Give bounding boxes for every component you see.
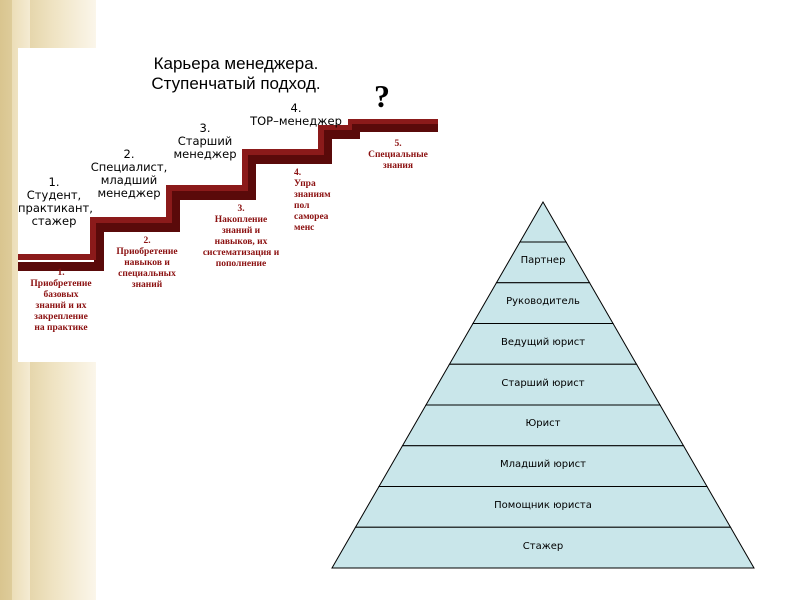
staircase-steps <box>18 119 438 271</box>
question-mark: ? <box>374 78 390 114</box>
step-1-description: 1. Приобретение базовых знаний и их закр… <box>30 268 92 333</box>
pyramid-shape <box>331 200 755 569</box>
stair-shadow <box>18 123 438 271</box>
pyramid-level-band <box>331 526 755 569</box>
pyramid-apex <box>519 200 567 243</box>
pyramid-level-label: Партнер <box>520 255 566 267</box>
pyramid-level-label: Юрист <box>525 418 561 430</box>
pyramid-level-label: Ведущий юрист <box>500 336 586 348</box>
step-4-label: 4. TOP–менеджер <box>250 101 342 128</box>
staircase-title: Карьера менеджера. Ступенчатый подход. <box>151 54 321 93</box>
pyramid-level-label: Младший юрист <box>500 459 586 471</box>
step-3-label: 3. Старший менеджер <box>173 121 237 161</box>
step-2-label: 2. Специалист, младший менеджер <box>90 147 168 200</box>
step-4-description: 4. Упра знаниям пол самореа менс <box>294 168 331 233</box>
step-5-label: 5. Специальные знания <box>368 139 428 171</box>
pyramid-level-label: Старший юрист <box>501 377 585 389</box>
pyramid-level-label: Руководитель <box>506 296 580 308</box>
staircase-diagram: Карьера менеджера. Ступенчатый подход. ?… <box>18 48 438 362</box>
pyramid-level-label: Стажер <box>522 540 564 552</box>
step-3-description: 3. Накопление знаний и навыков, их систе… <box>202 204 280 269</box>
pyramid-level-label: Помощник юриста <box>494 499 592 511</box>
step-1-label: 1. Студент, практикант, стажер <box>18 175 93 228</box>
stair-face <box>18 119 438 260</box>
step-2-description: 2. Приобретение навыков и специальных зн… <box>116 236 178 290</box>
